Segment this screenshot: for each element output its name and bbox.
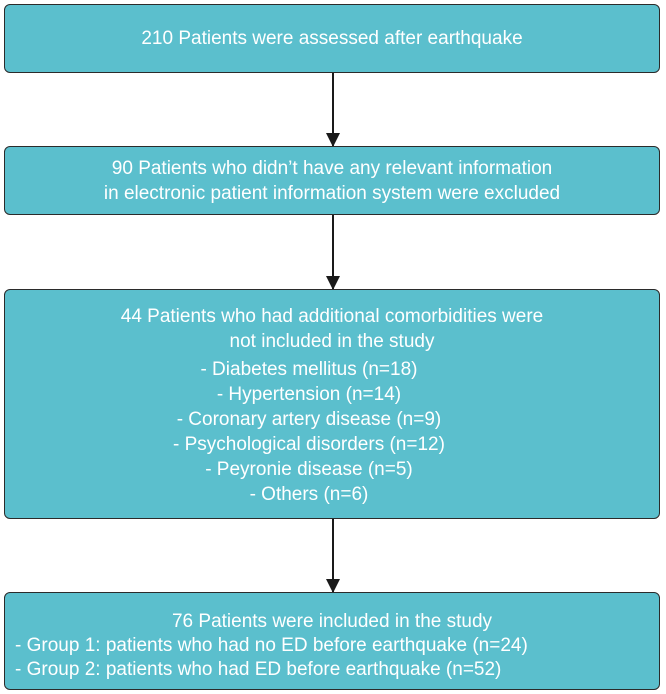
comorbidities-list: - Diabetes mellitus (n=18) - Hypertensio… (173, 357, 445, 507)
included-title: 76 Patients were included in the study (171, 611, 493, 632)
included-box: 76 Patients were included in the study -… (4, 592, 660, 690)
excluded-box: 90 Patients who didn’t have any relevant… (4, 146, 660, 215)
assessed-text: 210 Patients were assessed after earthqu… (141, 28, 523, 49)
list-item: - Peyronie disease (n=5) (205, 459, 413, 480)
list-item: - Hypertension (n=14) (216, 384, 402, 405)
list-item: - Coronary artery disease (n=9) (176, 409, 442, 430)
group-item-1: - Group 1: patients who had no ED before… (15, 635, 528, 656)
flow-arrow-2 (326, 215, 340, 290)
flow-arrow-1 (326, 73, 340, 147)
assessed-box: 210 Patients were assessed after earthqu… (4, 4, 660, 73)
excluded-line-2: in electronic patient information system… (103, 182, 561, 204)
comorbidities-box: 44 Patients who had additional comorbidi… (4, 289, 660, 519)
list-item: - Others (n=6) (249, 484, 369, 505)
comorbidities-line-1: 44 Patients who had additional comorbidi… (120, 306, 544, 327)
comorbidities-line-2: not included in the study (229, 331, 435, 352)
flow-arrow-3 (326, 519, 340, 593)
list-item: - Diabetes mellitus (n=18) (200, 359, 418, 380)
group-list: - Group 1: patients who had no ED before… (5, 634, 659, 682)
excluded-line-1: 90 Patients who didn’t have any relevant… (111, 157, 553, 179)
arrow-head-icon (326, 579, 340, 593)
list-item: - Psychological disorders (n=12) (173, 434, 445, 455)
group-item-2: - Group 2: patients who had ED before ea… (15, 659, 502, 680)
arrow-head-icon (326, 276, 340, 290)
arrow-head-icon (326, 133, 340, 147)
